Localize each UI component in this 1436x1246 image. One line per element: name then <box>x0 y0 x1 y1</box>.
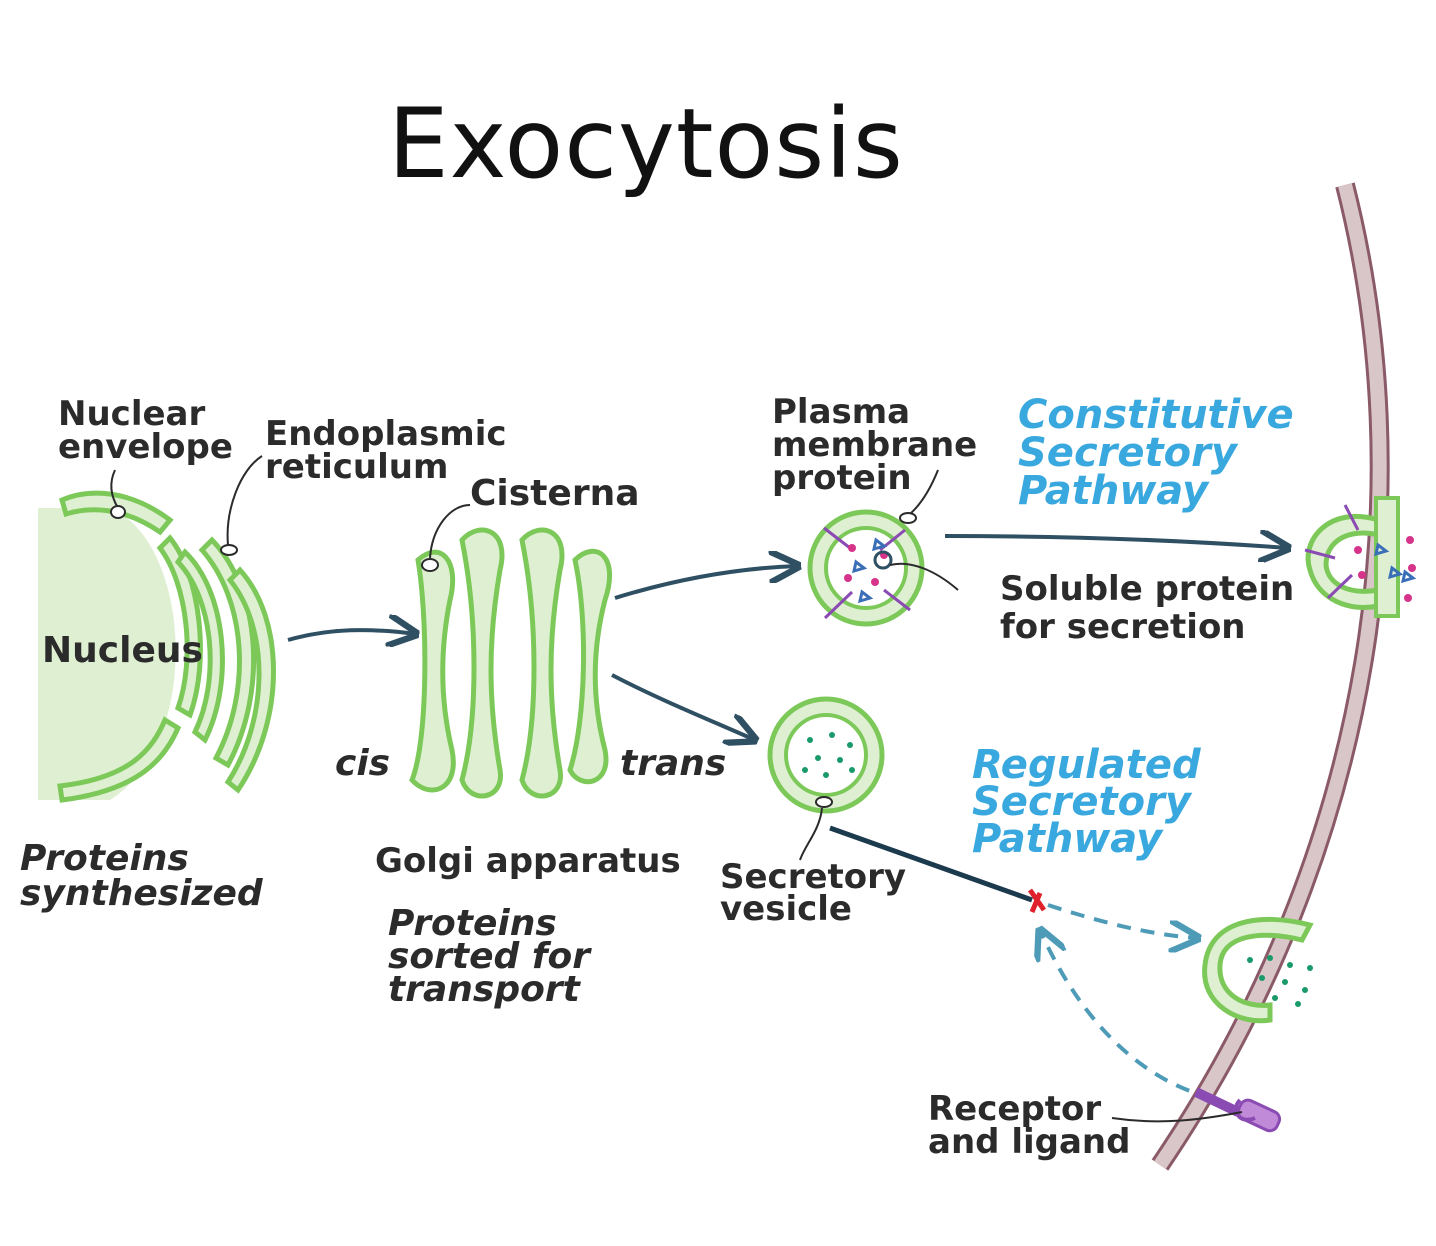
label-golgi-apparatus: Golgi apparatus <box>375 841 681 881</box>
arrow-secretory-to-signal <box>829 825 1033 903</box>
label-plasma-membrane-protein: Plasma membrane protein <box>772 392 989 498</box>
regulated-fusion-site <box>1202 916 1314 1024</box>
constitutive-vesicle <box>807 509 925 627</box>
label-receptor-ligand: Receptor and ligand <box>928 1089 1130 1162</box>
arrow-golgi-to-plasma-vesicle <box>614 566 798 600</box>
dashed-arrow-to-fusion <box>1047 903 1198 938</box>
secretory-vesicle <box>767 696 885 814</box>
label-cis: cis <box>335 743 390 784</box>
label-nuclear-envelope: Nuclear envelope <box>58 394 233 467</box>
label-secretory-vesicle: Secretory vesicle <box>720 857 918 929</box>
label-cisterna: Cisterna <box>470 473 640 514</box>
arrow-er-to-golgi <box>287 630 416 640</box>
label-endoplasmic-reticulum: Endoplasmic reticulum <box>265 414 518 487</box>
endoplasmic-reticulum <box>174 536 276 794</box>
constitutive-fusion-site <box>1304 496 1417 618</box>
signal-block <box>1027 888 1047 913</box>
label-soluble-protein: Soluble protein for secretion <box>1000 569 1306 647</box>
leader-lines <box>110 455 1243 1123</box>
label-regulated-pathway: Regulated Secretory Pathway <box>972 742 1215 862</box>
golgi-apparatus <box>409 527 612 799</box>
nucleus <box>38 508 176 800</box>
arrow-golgi-to-secretory-vesicle <box>611 673 755 740</box>
label-constitutive-pathway: Constitutive Secretory Pathway <box>1018 392 1308 514</box>
page-title: Exocytosis <box>388 88 904 200</box>
label-proteins-sorted: Proteins sorted for transport <box>388 903 603 1010</box>
receptor-ligand-icon <box>1193 1087 1282 1133</box>
arrow-constitutive-to-membrane <box>944 536 1288 548</box>
label-proteins-synthesized: Proteins synthesized <box>20 838 264 914</box>
label-nucleus: Nucleus <box>42 630 203 671</box>
dashed-arrow-receptor-signal <box>1040 930 1213 1100</box>
label-trans: trans <box>620 743 726 784</box>
